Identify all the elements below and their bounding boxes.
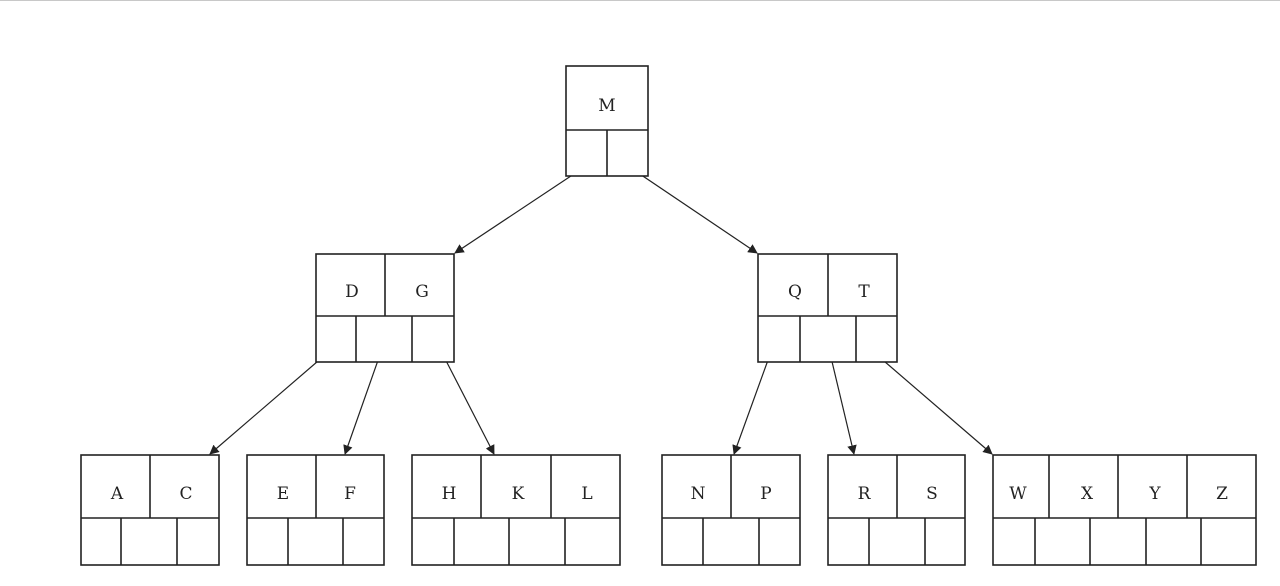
key-label: K <box>512 484 525 504</box>
node-leaf3: H K L <box>411 454 621 566</box>
edge-root-left <box>454 161 593 254</box>
key-label: Z <box>1216 484 1228 504</box>
key-label: L <box>581 484 592 504</box>
key-label: P <box>760 484 771 504</box>
key-label: T <box>858 282 870 302</box>
key-label: N <box>691 484 706 504</box>
node-left: D G <box>315 253 455 363</box>
node-right: Q T <box>757 253 898 363</box>
key-label: W <box>1009 484 1027 504</box>
key-label: M <box>598 96 615 116</box>
edge-right-leaf4 <box>732 348 773 455</box>
node-leaf1: A C <box>80 454 220 566</box>
node-leaf4: N P <box>661 454 801 566</box>
edge-left-leaf2 <box>343 348 383 455</box>
key-label: Q <box>788 282 802 302</box>
node-leaf2: E F <box>246 454 385 566</box>
key-label: H <box>442 484 457 504</box>
edge-root-right <box>621 161 758 254</box>
key-label: C <box>179 484 192 504</box>
node-leaf5: R S <box>827 454 966 566</box>
key-label: F <box>344 484 356 504</box>
top-border <box>0 0 1280 1</box>
key-label: A <box>110 484 124 504</box>
edge-left-leaf3 <box>439 348 495 455</box>
key-label: G <box>415 282 429 302</box>
edge-left-leaf1 <box>209 348 333 455</box>
edges-layer <box>209 161 993 455</box>
key-label: S <box>926 484 938 504</box>
key-label: R <box>858 484 872 504</box>
key-label: X <box>1081 484 1094 504</box>
node-leaf6: W X Y Z <box>992 454 1257 566</box>
edge-right-leaf6 <box>869 348 993 455</box>
key-label: Y <box>1148 484 1161 504</box>
key-label: D <box>345 282 359 302</box>
key-label: E <box>277 484 289 504</box>
edge-right-leaf5 <box>828 348 857 455</box>
node-root: M <box>565 65 649 177</box>
